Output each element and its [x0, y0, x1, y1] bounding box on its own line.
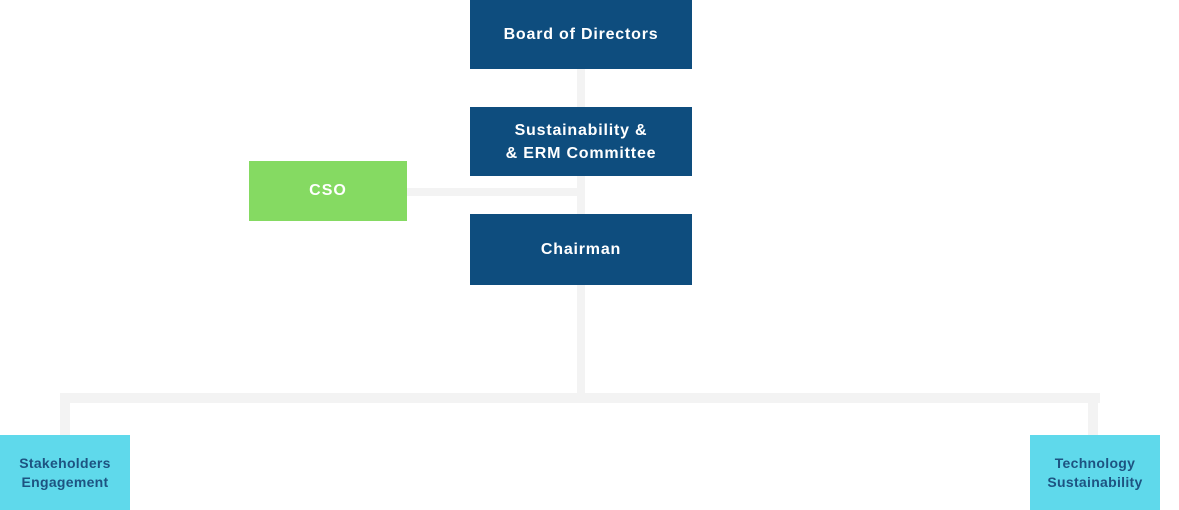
department-box-stakeholders-engagement: Stakeholders Engagement: [0, 393, 130, 510]
connector-distributor-line: [60, 393, 1100, 403]
connector-cso-line: [407, 188, 585, 196]
chairman-box: Chairman: [470, 214, 692, 285]
board-of-directors-label: Board of Directors: [503, 26, 659, 43]
department-label: Technology Sustainability: [1047, 454, 1143, 490]
cso-label: CSO: [309, 182, 347, 199]
board-of-directors-box: Board of Directors: [470, 0, 692, 69]
connector-stub: [1088, 393, 1098, 435]
connector-stub: [60, 393, 70, 435]
cso-box: CSO: [249, 161, 407, 221]
department-label: Stakeholders Engagement: [19, 454, 111, 490]
department-box-technology-sustainability: Technology Sustainability: [1030, 393, 1160, 510]
sustainability-erm-committee-box: Sustainability & & ERM Committee: [470, 107, 692, 176]
sustainability-erm-committee-label: Sustainability & & ERM Committee: [505, 121, 657, 162]
chairman-label: Chairman: [540, 241, 622, 258]
